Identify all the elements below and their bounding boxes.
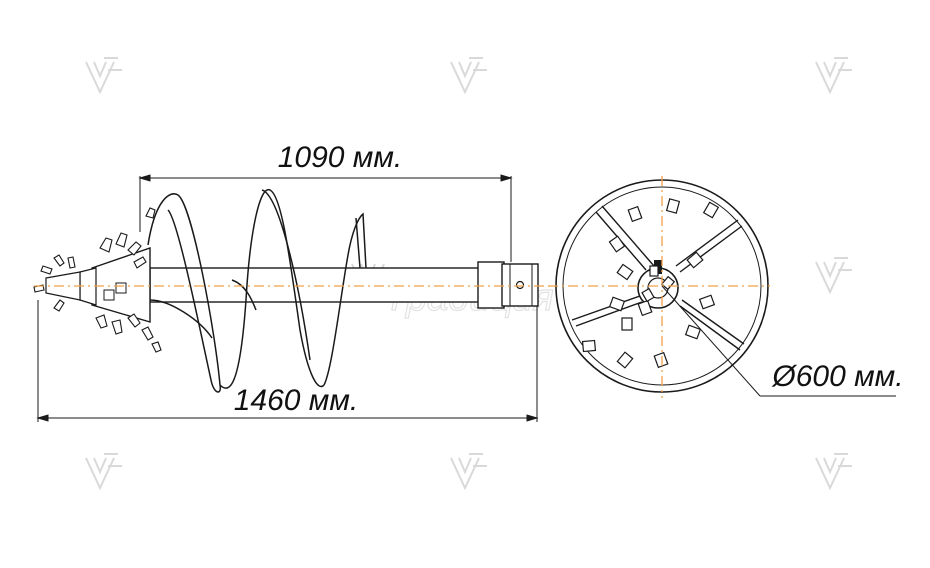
- dimension-diameter: [661, 285, 896, 397]
- watermark-logo-icon: [815, 453, 852, 491]
- end-view-teeth: [581, 198, 720, 369]
- cutter-arms: [571, 205, 745, 351]
- auger-side-view: 1090 мм. 1460 мм.: [33, 141, 552, 422]
- auger-flights: [147, 189, 367, 393]
- watermark-logo-icon: [815, 257, 852, 295]
- dimension-working-length: [138, 174, 513, 262]
- watermark-logo-icon: [450, 57, 487, 95]
- total-length-label: 1460 мм.: [234, 384, 359, 417]
- diameter-label: Ø600 мм.: [771, 360, 903, 393]
- watermark-logo-icon: [815, 57, 852, 95]
- auger-shaft: [149, 267, 481, 303]
- kelly-adapter: [501, 263, 539, 307]
- adapter-collar: [477, 261, 505, 309]
- cutting-head: [33, 207, 162, 353]
- cutter-teeth: [33, 207, 162, 353]
- watermark-logo-icon: [85, 453, 122, 491]
- working-length-label: 1090 мм.: [278, 141, 403, 174]
- watermark-logo-icon: [450, 453, 487, 491]
- auger-end-view: Ø600 мм.: [548, 176, 904, 398]
- dimension-total-length: [36, 300, 539, 422]
- pin-hole: [515, 280, 525, 290]
- watermark-logo-icon: [85, 57, 122, 95]
